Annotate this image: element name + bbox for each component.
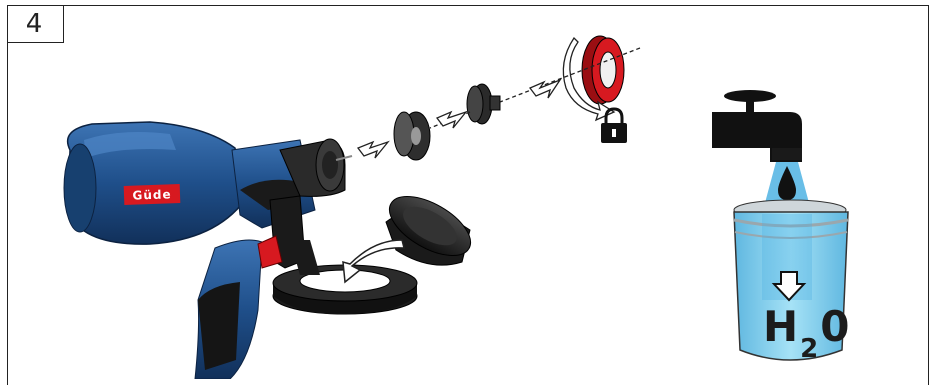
spray-gun	[64, 122, 417, 379]
container-lid	[380, 184, 480, 267]
formula-h: H	[763, 302, 798, 351]
direction-arrow-icon	[437, 112, 466, 128]
direction-arrow-icon	[358, 142, 388, 158]
formula-subscript: 2	[800, 334, 818, 364]
formula-o: 0	[820, 302, 849, 351]
nozzle-cap	[467, 84, 500, 124]
locking-ring	[582, 36, 624, 104]
direction-arrow-icon	[530, 80, 560, 98]
water-tap-icon	[712, 90, 802, 162]
brand-label: Güde	[124, 184, 181, 205]
nozzle-part	[394, 112, 430, 160]
water-formula: H20	[763, 306, 849, 354]
